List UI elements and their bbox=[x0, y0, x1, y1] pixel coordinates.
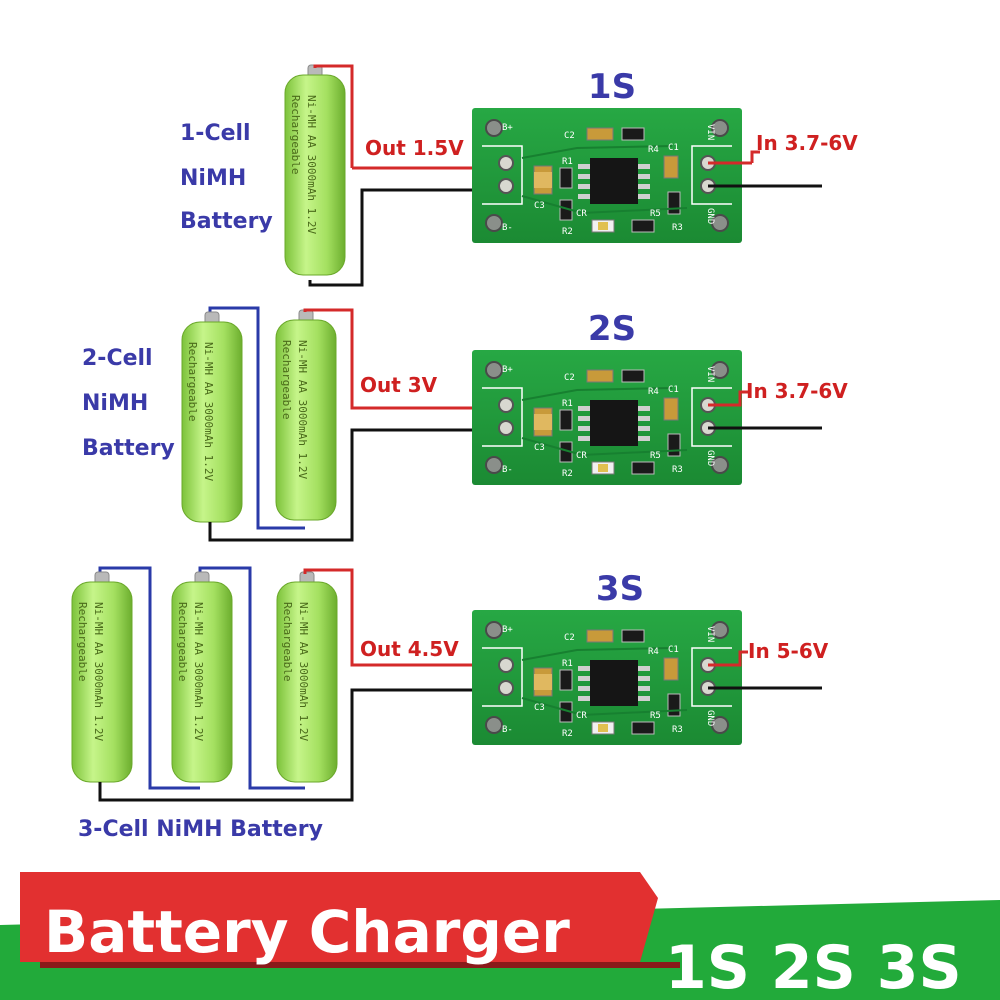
pcb-label-r3: R3 bbox=[672, 223, 683, 233]
pcb-label-r4: R4 bbox=[648, 647, 659, 657]
pcb-label-gnd: GND bbox=[705, 710, 715, 726]
battery-print-line1: Ni-MH AA 3000mAh 1.2V bbox=[192, 602, 205, 741]
input-voltage-2s: In 3.7-6V bbox=[746, 379, 848, 403]
section-1s: 1S 1-Cell NiMH Battery Ni-MH AA 3000mAh … bbox=[180, 64, 858, 287]
battery-label-1s-line1: 1-Cell bbox=[180, 121, 251, 146]
battery-print-line2: Rechargeable bbox=[76, 602, 89, 681]
wire-series-link-3s-b bbox=[198, 566, 305, 790]
wire-negative-3s bbox=[98, 688, 500, 802]
output-voltage-3s: Out 4.5V bbox=[360, 637, 459, 661]
pcb-label-b-minus: B- bbox=[502, 223, 513, 233]
pcb-label-b-minus: B- bbox=[502, 725, 513, 735]
battery-label-1s-line3: Battery bbox=[180, 209, 273, 234]
pcb-label-r2: R2 bbox=[562, 469, 573, 479]
battery-cell-2s-b: Ni-MH AA 3000mAh 1.2V Rechargeable bbox=[275, 309, 337, 521]
pcb-label-b-plus: B+ bbox=[502, 365, 513, 375]
battery-print-line2: Rechargeable bbox=[289, 95, 302, 174]
battery-cell-3s-a: Ni-MH AA 3000mAh 1.2V Rechargeable bbox=[71, 571, 133, 783]
section-2s: 2S 2-Cell NiMH Battery Ni-MH AA 3000mAh … bbox=[82, 306, 848, 542]
banner-subtitle: 1S 2S 3S bbox=[665, 933, 962, 1000]
pcb-label-c3: C3 bbox=[534, 201, 545, 211]
battery-print-line2: Rechargeable bbox=[281, 602, 294, 681]
battery-label-1s-line2: NiMH bbox=[180, 166, 246, 191]
battery-print-line2: Rechargeable bbox=[280, 340, 293, 419]
wire-series-link-3s-a bbox=[98, 566, 200, 790]
wire-positive-2s bbox=[303, 308, 500, 410]
section-3s: 3S Ni-MH AA 3000mAh 1.2V Rechargeable Ni… bbox=[71, 566, 829, 842]
banner-shadow bbox=[40, 962, 680, 968]
pcb-label-b-plus: B+ bbox=[502, 123, 513, 133]
pcb-module-1s: B+ B- VIN GND C2 C1 C3 R1 R2 R3 R4 R5 CR bbox=[471, 107, 743, 244]
battery-label-2s-line2: NiMH bbox=[82, 391, 148, 416]
wire-positive-1s bbox=[313, 64, 354, 168]
pcb-label-r4: R4 bbox=[648, 387, 659, 397]
pcb-label-r1: R1 bbox=[562, 659, 573, 669]
battery-print-line1: Ni-MH AA 3000mAh 1.2V bbox=[305, 95, 318, 234]
wire-in-red-2s bbox=[708, 390, 748, 407]
section-title-2s: 2S bbox=[588, 309, 636, 349]
pcb-label-cr: CR bbox=[576, 209, 587, 219]
battery-print-line1: Ni-MH AA 3000mAh 1.2V bbox=[92, 602, 105, 741]
banner: Battery Charger 1S 2S 3S bbox=[0, 872, 1000, 1000]
pcb-label-c2: C2 bbox=[564, 131, 575, 141]
pcb-label-c1: C1 bbox=[668, 143, 679, 153]
pcb-label-c1: C1 bbox=[668, 645, 679, 655]
pcb-label-c2: C2 bbox=[564, 373, 575, 383]
pcb-label-b-minus: B- bbox=[502, 465, 513, 475]
battery-print-line1: Ni-MH AA 3000mAh 1.2V bbox=[202, 342, 215, 481]
input-voltage-3s: In 5-6V bbox=[748, 639, 829, 663]
pcb-label-gnd: GND bbox=[705, 208, 715, 224]
battery-label-2s-line3: Battery bbox=[82, 436, 175, 461]
wire-positive-3s bbox=[303, 568, 500, 667]
pcb-label-c3: C3 bbox=[534, 443, 545, 453]
pcb-label-r3: R3 bbox=[672, 465, 683, 475]
wire-in-red-3s bbox=[708, 650, 748, 667]
battery-print-line2: Rechargeable bbox=[186, 342, 199, 421]
pcb-label-r3: R3 bbox=[672, 725, 683, 735]
pcb-label-vin: VIN bbox=[705, 124, 715, 140]
pcb-label-r2: R2 bbox=[562, 729, 573, 739]
battery-print-line1: Ni-MH AA 3000mAh 1.2V bbox=[296, 340, 309, 479]
wire-negative-1s bbox=[308, 188, 505, 287]
wire-negative-2s bbox=[208, 428, 500, 542]
pcb-label-c1: C1 bbox=[668, 385, 679, 395]
input-voltage-1s: In 3.7-6V bbox=[756, 131, 858, 155]
output-voltage-1s: Out 1.5V bbox=[365, 136, 464, 160]
pcb-label-r5: R5 bbox=[650, 711, 661, 721]
pcb-module-2s: B+ B- VIN GND C2 C1 C3 R1 R2 R3 R4 R5 CR bbox=[471, 349, 743, 486]
pcb-label-r4: R4 bbox=[648, 145, 659, 155]
pcb-label-r5: R5 bbox=[650, 451, 661, 461]
battery-print-line1: Ni-MH AA 3000mAh 1.2V bbox=[297, 602, 310, 741]
pcb-module-3s: B+ B- VIN GND C2 C1 C3 R1 R2 R3 R4 R5 CR bbox=[471, 609, 743, 746]
pcb-label-gnd: GND bbox=[705, 450, 715, 466]
pcb-label-c2: C2 bbox=[564, 633, 575, 643]
battery-cell-3s-b: Ni-MH AA 3000mAh 1.2V Rechargeable bbox=[171, 571, 233, 783]
battery-label-3s: 3-Cell NiMH Battery bbox=[78, 817, 323, 842]
pcb-label-c3: C3 bbox=[534, 703, 545, 713]
battery-label-2s-line1: 2-Cell bbox=[82, 346, 153, 371]
battery-cell-2s-a: Ni-MH AA 3000mAh 1.2V Rechargeable bbox=[181, 311, 243, 523]
banner-red-ribbon bbox=[20, 872, 658, 962]
pcb-label-r1: R1 bbox=[562, 399, 573, 409]
banner-title: Battery Charger bbox=[44, 898, 570, 966]
pcb-label-cr: CR bbox=[576, 711, 587, 721]
pcb-label-cr: CR bbox=[576, 451, 587, 461]
pcb-label-vin: VIN bbox=[705, 626, 715, 642]
section-title-1s: 1S bbox=[588, 67, 636, 107]
wire-in-red-1s-bend bbox=[750, 150, 760, 163]
wire-series-link-2s bbox=[208, 306, 305, 530]
output-voltage-2s: Out 3V bbox=[360, 373, 438, 397]
section-title-3s: 3S bbox=[596, 569, 644, 609]
battery-cell-3s-c: Ni-MH AA 3000mAh 1.2V Rechargeable bbox=[276, 571, 338, 783]
pcb-label-r5: R5 bbox=[650, 209, 661, 219]
battery-print-line2: Rechargeable bbox=[176, 602, 189, 681]
pcb-label-b-plus: B+ bbox=[502, 625, 513, 635]
pcb-label-vin: VIN bbox=[705, 366, 715, 382]
pcb-label-r2: R2 bbox=[562, 227, 573, 237]
battery-cell-1s-a: Ni-MH AA 3000mAh 1.2V Rechargeable bbox=[284, 64, 346, 276]
pcb-label-r1: R1 bbox=[562, 157, 573, 167]
